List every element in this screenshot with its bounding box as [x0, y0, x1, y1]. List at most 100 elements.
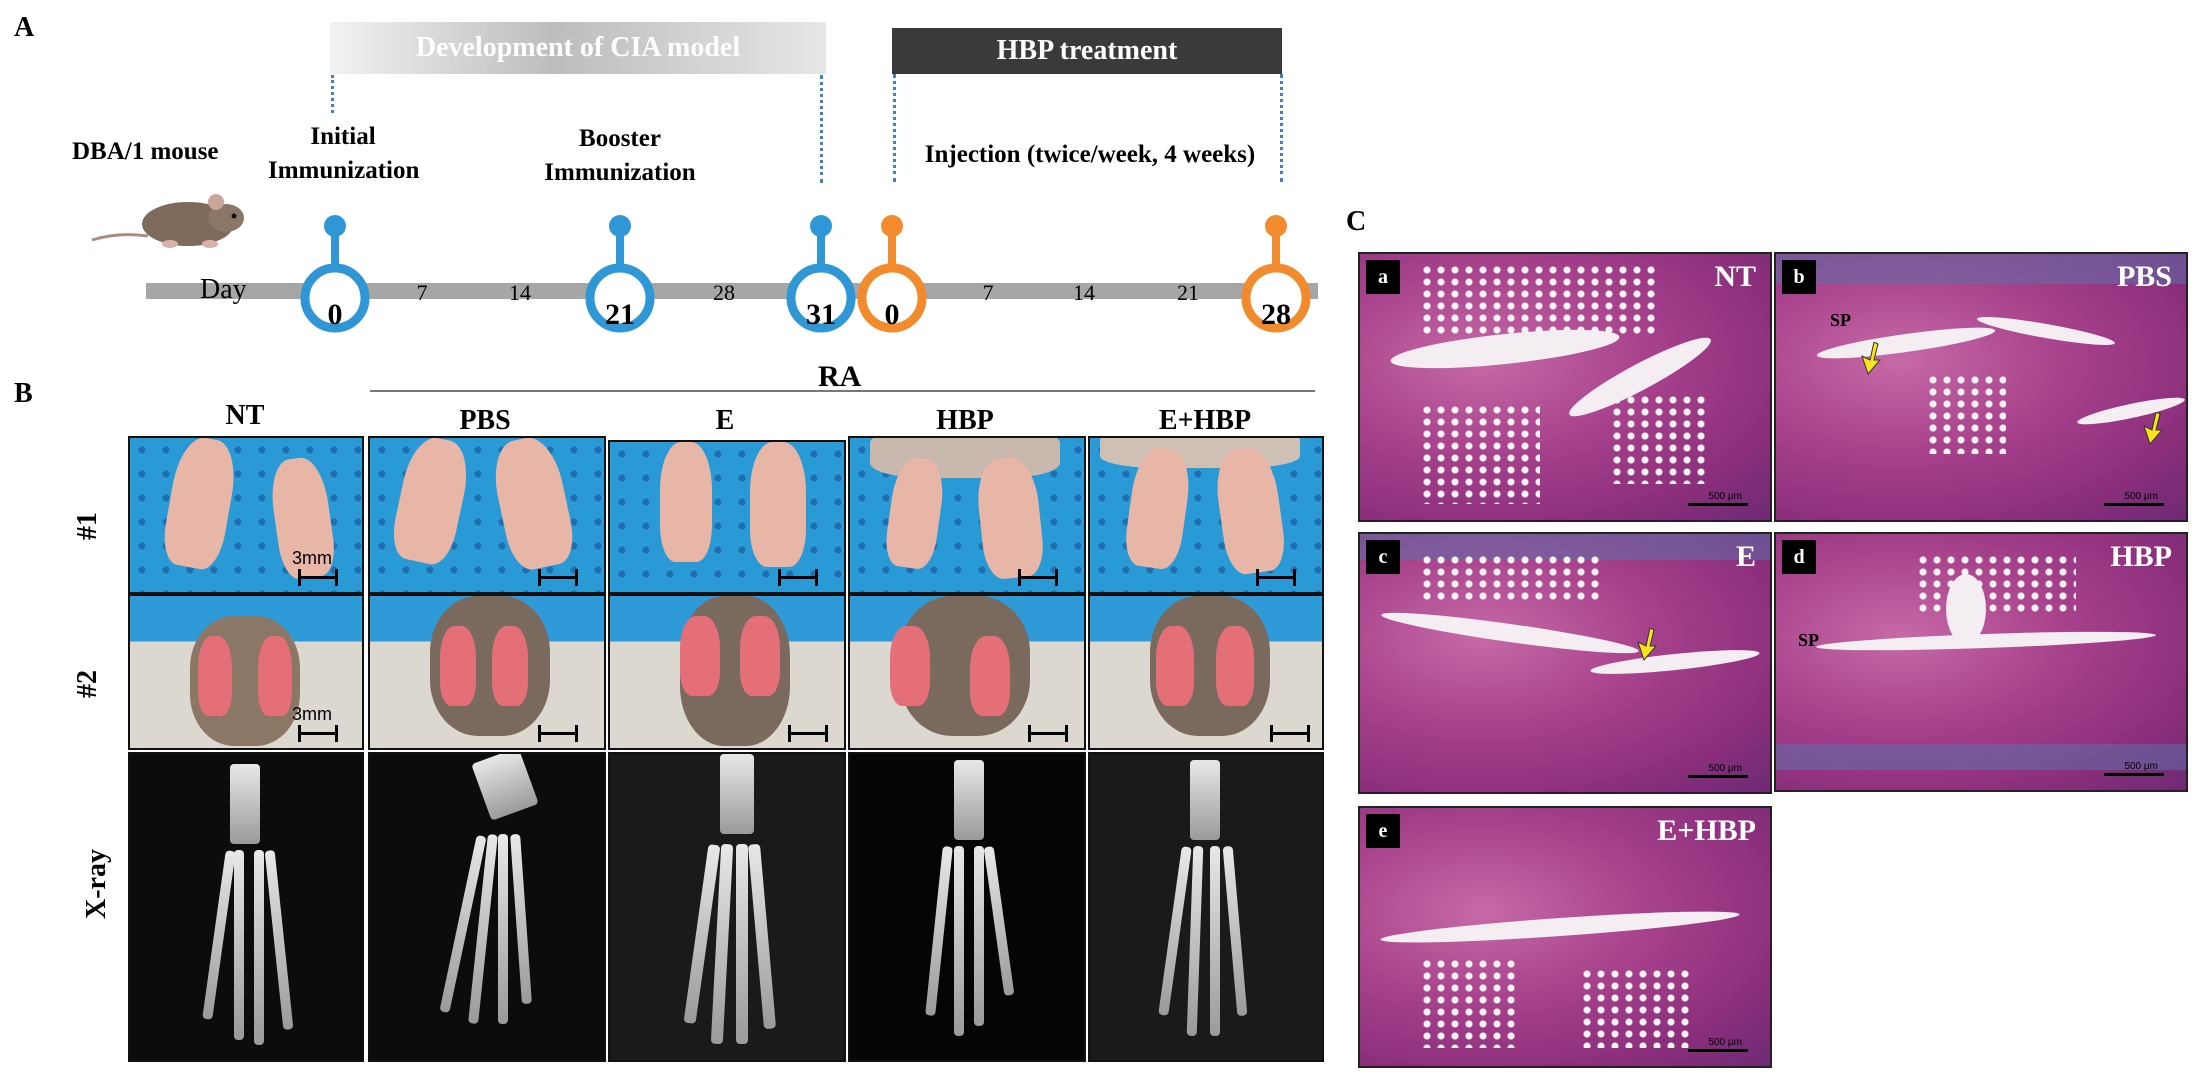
column-header-hbp: HBP [936, 405, 994, 436]
row-header-1: #1 [72, 512, 103, 540]
tick-cia-28: 28 [713, 280, 735, 305]
histology-letter-e: e [1366, 814, 1400, 848]
cia-band-label: Development of CIA model [415, 32, 741, 63]
mouse-icon [91, 194, 244, 248]
column-header-e-hbp: E+HBP [1158, 405, 1252, 436]
histology-label-pbs: PBS [2116, 260, 2172, 293]
photo-row1-e-hbp [1088, 436, 1324, 594]
stage-initial-immunization: Initial Immunization [268, 120, 420, 188]
scale-bar-c [1688, 775, 1748, 778]
stage-injection: Injection (twice/week, 4 weeks) [924, 141, 1256, 168]
panel-c-letter: C [1346, 206, 1367, 237]
timeline-marker-day0-hbp: 0 [852, 212, 932, 352]
timeline-pin-icon [1241, 215, 1311, 333]
timeline-pin-icon [857, 215, 927, 333]
stage-booster-immunization: Booster Immunization [540, 122, 700, 190]
photo-row1-nt: 3mm [128, 436, 364, 594]
panel-b-letter: B [14, 378, 33, 409]
photo-row1-e [608, 440, 846, 594]
scale-label-b: 500 μm [2124, 491, 2158, 502]
stage-initial-line2: Immunization [268, 157, 420, 184]
column-header-pbs: PBS [459, 405, 511, 436]
scale-label-row1: 3mm [292, 548, 332, 568]
timeline-marker-label: 0 [884, 298, 900, 331]
histology-letter-b: b [1782, 260, 1816, 294]
histology-panel-e-e-hbp: e E+HBP 500 μm [1358, 806, 1772, 1068]
histology-panel-c-e: c E 500 μm [1358, 532, 1772, 794]
column-header-nt: NT [225, 400, 265, 431]
timeline-day-label: Day [200, 274, 247, 305]
scale-label-c: 500 μm [1708, 763, 1742, 774]
scale-bar-e [1688, 1049, 1748, 1052]
yellow-arrow-icon [2143, 412, 2164, 445]
timeline-marker-label: 31 [806, 298, 836, 331]
xray-e [608, 752, 846, 1062]
hbp-treatment-band: HBP treatment [892, 28, 1282, 74]
dotline-hbp-start [893, 74, 896, 182]
scale-label-row2: 3mm [292, 704, 332, 724]
timeline-pin-icon [786, 215, 856, 333]
histology-panel-b-pbs: SP b PBS 500 μm [1774, 252, 2188, 522]
photo-row2-nt: 3mm [128, 594, 364, 750]
histology-label-nt: NT [1714, 260, 1756, 293]
photo-row1-pbs [368, 436, 606, 594]
photo-row2-e [608, 594, 846, 750]
scale-label-a: 500 μm [1708, 491, 1742, 502]
photo-row1-hbp [848, 436, 1086, 594]
scale-bar-a [1688, 503, 1748, 506]
stage-initial-line1: Initial [310, 123, 376, 150]
tick-hbp-21: 21 [1177, 280, 1199, 305]
panel-a-letter: A [14, 12, 35, 43]
histology-label-e: E [1735, 540, 1756, 573]
histology-letter-c: c [1366, 540, 1400, 574]
tick-hbp-7: 7 [982, 280, 994, 305]
scale-label-e: 500 μm [1708, 1037, 1742, 1048]
ra-group-label: RA [818, 360, 862, 393]
yellow-arrow-icon [1861, 342, 1882, 375]
row-header-2: #2 [72, 670, 103, 698]
timeline-marker-day0-cia: 0 [295, 212, 375, 352]
stage-booster-line2: Immunization [544, 159, 696, 186]
mouse-label: DBA/1 mouse [72, 138, 219, 165]
scale-label-d: 500 μm [2124, 761, 2158, 772]
timeline-bar [146, 283, 1318, 299]
xray-nt [128, 752, 364, 1062]
timeline-pin-icon [300, 215, 370, 333]
timeline-marker-label: 28 [1261, 298, 1291, 331]
photo-row2-e-hbp [1088, 594, 1324, 750]
ra-group-line [370, 390, 1315, 392]
yellow-arrow-icon [1637, 628, 1658, 661]
histology-label-e-hbp: E+HBP [1657, 814, 1756, 847]
timeline-marker-day28: 28 [1236, 212, 1316, 352]
timeline-marker-day21: 21 [580, 212, 660, 352]
histology-letter-a: a [1366, 260, 1400, 294]
dotline-cia-start [331, 75, 334, 113]
photo-row2-pbs [368, 594, 606, 750]
tick-cia-7: 7 [416, 280, 428, 305]
dotline-hbp-end [1280, 74, 1283, 182]
sp-label-b: SP [1830, 310, 1852, 330]
dotline-cia-end [820, 75, 823, 183]
histology-panel-d-hbp: SP d HBP 500 μm [1774, 532, 2188, 792]
timeline-marker-label: 0 [327, 298, 343, 331]
photo-row2-hbp [848, 594, 1086, 750]
tick-hbp-14: 14 [1073, 280, 1095, 305]
xray-pbs [368, 752, 606, 1062]
tick-cia-14: 14 [509, 280, 531, 305]
timeline-pin-icon [585, 215, 655, 333]
timeline-marker-day31: 31 [781, 212, 861, 352]
row-header-xray: X-ray [80, 849, 112, 919]
sp-label-d: SP [1798, 630, 1820, 650]
hbp-band-label: HBP treatment [996, 35, 1178, 66]
stage-booster-line1: Booster [579, 125, 661, 152]
column-header-e: E [715, 405, 735, 436]
histology-label-hbp: HBP [2110, 540, 2172, 573]
xray-hbp [848, 752, 1086, 1062]
scale-bar-b [2104, 503, 2164, 506]
timeline-marker-label: 21 [605, 298, 635, 331]
cia-development-band: Development of CIA model [330, 22, 826, 74]
scale-bar-d [2104, 773, 2164, 776]
histology-letter-d: d [1782, 540, 1816, 574]
xray-e-hbp [1088, 752, 1324, 1062]
histology-panel-a-nt: a NT 500 μm [1358, 252, 1772, 522]
